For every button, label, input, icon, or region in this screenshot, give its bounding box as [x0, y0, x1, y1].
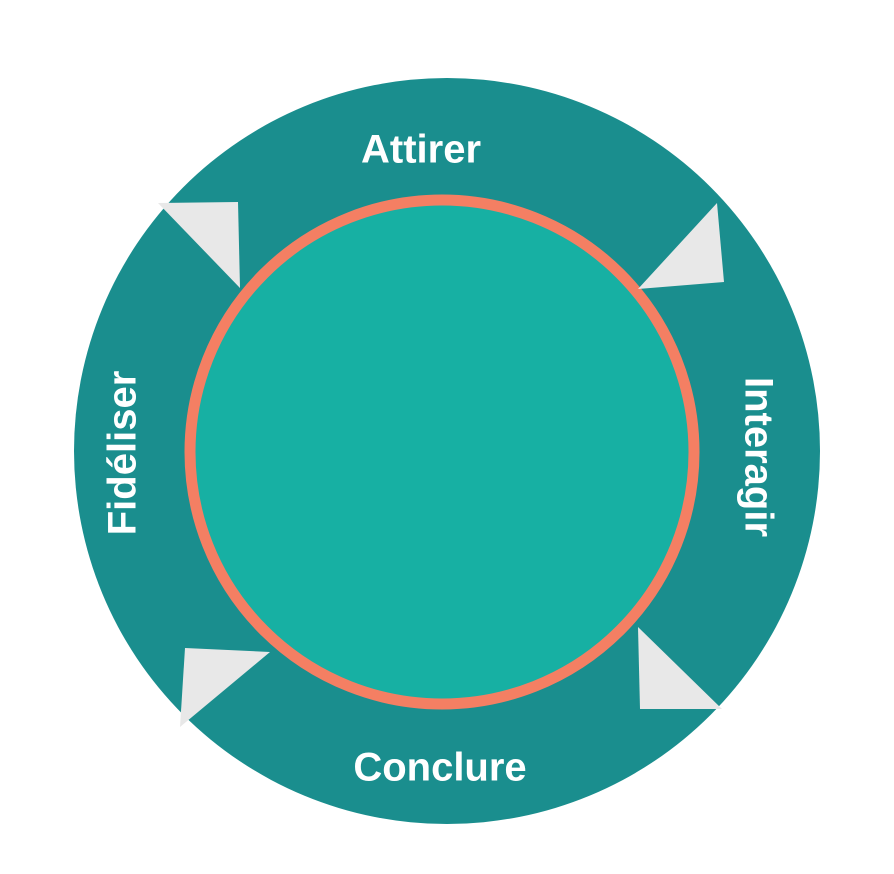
- stage-label-fideliser: Fidéliser: [101, 371, 145, 536]
- arrow-top-left: [158, 202, 240, 288]
- arrow-bottom-right: [638, 627, 722, 709]
- arrow-top-right: [638, 203, 724, 289]
- stage-label-interagir: Interagir: [736, 377, 780, 537]
- stage-label-attirer: Attirer: [361, 128, 481, 172]
- stage-label-conclure: Conclure: [353, 746, 526, 790]
- arrow-bottom-left: [180, 648, 270, 727]
- inner-circle: [184, 194, 700, 710]
